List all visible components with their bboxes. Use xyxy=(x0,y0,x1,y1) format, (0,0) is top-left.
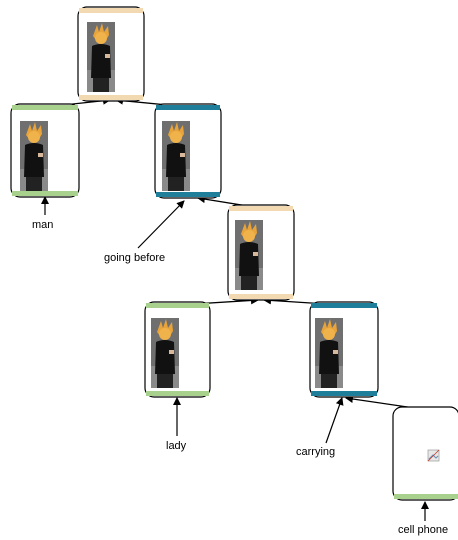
node-root-photo xyxy=(87,22,115,92)
node-man-photo xyxy=(20,121,48,191)
node-cell-phone xyxy=(392,406,458,501)
node-carrying xyxy=(309,301,379,398)
node-man xyxy=(10,103,80,198)
node-sub-photo xyxy=(235,220,263,290)
node-root xyxy=(77,6,145,102)
label-going-before: going before xyxy=(104,252,166,264)
label-man: man xyxy=(32,219,54,231)
label-cell-phone: cell phone xyxy=(398,524,449,536)
broken-image-icon xyxy=(427,449,440,462)
node-going-before xyxy=(154,103,222,199)
node-lady xyxy=(144,301,211,398)
node-going-before-photo xyxy=(162,121,190,191)
label-carrying: carrying xyxy=(296,446,336,458)
node-sub xyxy=(227,204,295,301)
arrow-carrying-label xyxy=(325,397,344,444)
node-lady-photo xyxy=(151,318,179,388)
label-lady: lady xyxy=(166,440,187,452)
arrow-going-before-label xyxy=(137,200,185,249)
node-carrying-photo xyxy=(315,318,343,388)
